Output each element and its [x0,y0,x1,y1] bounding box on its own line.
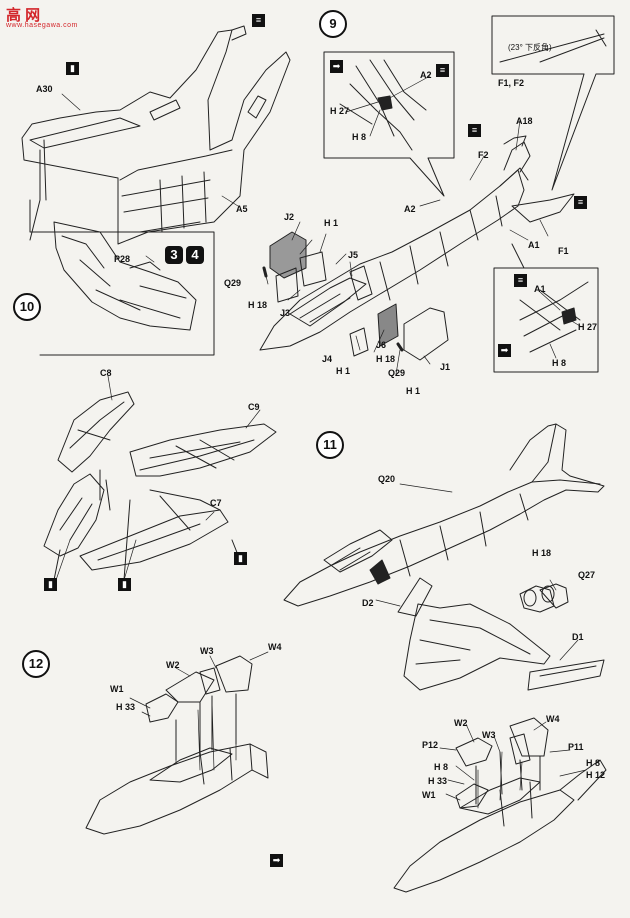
paint-icon: ≡ [436,64,449,77]
part-label: H 33 [428,776,448,786]
part-label: P28 [114,254,131,264]
part-label: J5 [348,250,359,260]
part-label: H 33 [116,702,136,712]
watermark-logo: 高 网 [6,7,41,24]
part-label: H 8 [434,762,449,772]
main-fuselage-illustration [259,135,575,351]
part-label: A30 [36,84,53,94]
aircraft-assembly-illustration [283,423,605,691]
glue-icon: ▮ [234,552,247,565]
leader-lines [55,75,587,809]
part-label: H 18 [532,548,552,558]
part-label: W1 [110,684,124,694]
part-label: C7 [210,498,222,508]
glue-icon: ▮ [118,578,131,591]
part-label: W2 [166,660,180,670]
arrow-right-icon: ➡ [270,854,283,867]
part-label: W2 [454,718,468,728]
paint-number-badge: 3 [165,246,183,264]
glue-icon: ▮ [66,62,79,75]
part-label: F1 [558,246,569,256]
part-label: F2 [478,150,489,160]
part-label: J2 [284,212,295,222]
paint-number-badge: 4 [186,246,204,264]
step-12-marker: 12 [22,650,50,678]
part-label: C8 [100,368,112,378]
fuselage-half-illustration [21,25,291,245]
paint-icon: ≡ [468,124,481,137]
glue-icon: ▮ [44,578,57,591]
part-label: H 27 [578,322,598,332]
fuselage-detail-a1-illustration [519,281,589,353]
part-label: W3 [482,730,496,740]
part-label: H 1 [336,366,351,376]
part-label: F1, F2 [498,78,525,88]
inner-wing-illustration [43,469,241,581]
part-label: A5 [236,204,248,214]
part-label: H 12 [586,770,606,780]
part-label: H 8 [352,132,367,142]
part-label: J4 [322,354,333,364]
paint-icon: ≡ [514,274,527,287]
part-label: Q20 [378,474,396,484]
part-label: J1 [440,362,451,372]
part-label: Q27 [578,570,596,580]
part-label: W1 [422,790,436,800]
dihedral-angle-note: (23° 下反角) [508,43,552,52]
part-label: D2 [362,598,374,608]
part-label: Q29 [388,368,406,378]
part-label: W3 [200,646,214,656]
part-label: P12 [422,740,439,750]
part-label: A1 [534,284,546,294]
arrow-right-icon: ➡ [330,60,343,73]
part-label: H 8 [586,758,601,768]
rear-fuselage-inset-illustration [53,221,197,331]
part-label: Q29 [224,278,242,288]
step-10-marker: 10 [13,293,41,321]
cockpit-parts-illustration [262,231,449,361]
part-label: W4 [546,714,560,724]
part-label: A2 [404,204,416,214]
part-label: J6 [376,340,387,350]
part-label: C9 [248,402,260,412]
paint-icon: ≡ [574,196,587,209]
part-label: H 1 [406,386,421,396]
part-label: P11 [568,742,584,752]
step-11-marker: 11 [316,431,344,459]
part-label: H 8 [552,358,567,368]
part-label: D1 [572,632,584,642]
paint-icon: ≡ [252,14,265,27]
arrow-right-icon: ➡ [498,344,511,357]
part-label: A1 [528,240,540,250]
part-label: A18 [516,116,533,126]
part-label: H 18 [376,354,396,364]
part-label: W4 [268,642,282,652]
part-label: J3 [280,308,291,318]
part-label: H 27 [330,106,350,116]
part-label: H 1 [324,218,339,228]
part-label: H 18 [248,300,268,310]
watermark-url: www.hasegawa.com [6,22,78,29]
cockpit-detail-a2-illustration [339,59,427,151]
outer-wing-illustration [57,391,277,477]
part-label: A2 [420,70,432,80]
step-9-marker: 9 [319,10,347,38]
canopy-assembly-left-illustration [85,655,269,835]
